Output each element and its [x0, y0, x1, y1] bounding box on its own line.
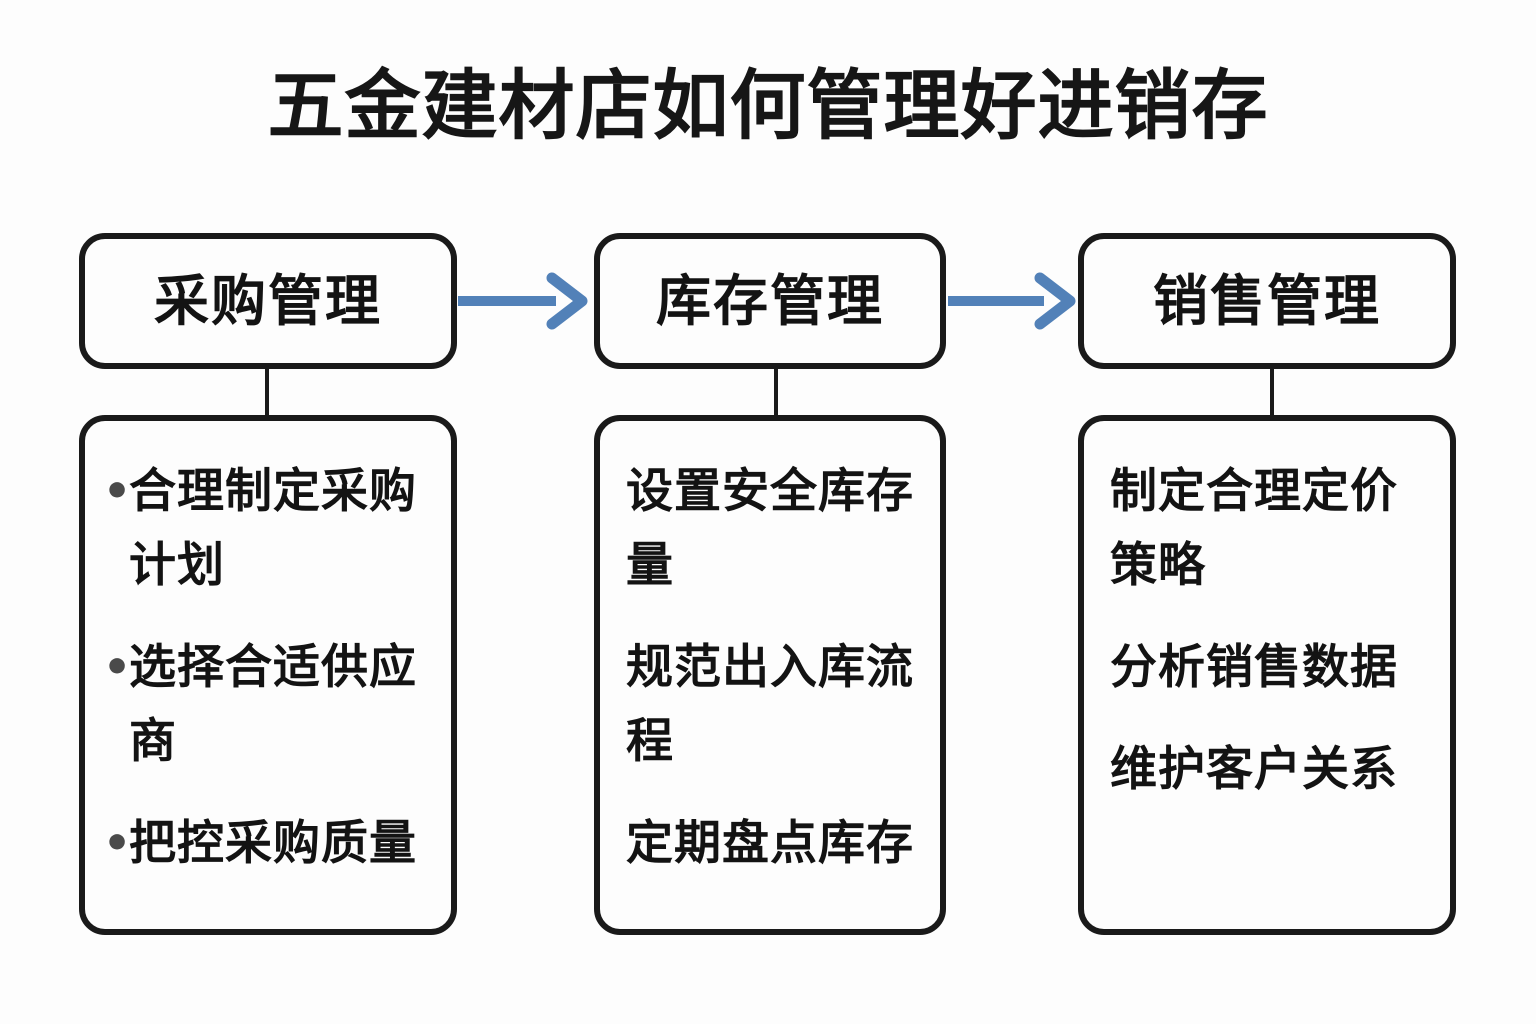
list-item: 定期盘点库存: [618, 807, 922, 881]
header-box-inventory[interactable]: 库存管理: [594, 233, 946, 369]
list-item-label: 把控采购质量: [129, 816, 417, 871]
header-label-sales: 销售管理: [1152, 269, 1381, 333]
list-item-label: 设置安全库存量: [626, 464, 914, 593]
list-item-label: 制定合理定价策略: [1110, 464, 1398, 593]
header-label-purchasing: 采购管理: [153, 269, 382, 333]
header-box-sales[interactable]: 销售管理: [1078, 233, 1456, 369]
list-item: • 合理制定采购计划: [103, 455, 433, 603]
list-item: • 把控采购质量: [103, 807, 433, 881]
list-item: 规范出入库流程: [618, 631, 922, 779]
list-item-label: 合理制定采购计划: [129, 464, 417, 593]
content-box-sales[interactable]: 制定合理定价策略 分析销售数据 维护客户关系: [1078, 415, 1456, 935]
bullet-dot-icon: •: [103, 818, 132, 869]
list-item-label: 规范出入库流程: [626, 640, 914, 769]
list-item: 分析销售数据: [1102, 631, 1432, 705]
page-title: 五金建材店如何管理好进销存: [267, 61, 1269, 150]
connector-line-purchasing: [265, 367, 269, 417]
connector-line-inventory: [774, 367, 778, 417]
header-box-purchasing[interactable]: 采购管理: [79, 233, 457, 369]
bullet-dot-icon: •: [103, 466, 132, 517]
list-item-label: 维护客户关系: [1110, 742, 1398, 797]
content-box-inventory[interactable]: 设置安全库存量 规范出入库流程 定期盘点库存: [594, 415, 946, 935]
list-item: 维护客户关系: [1102, 733, 1432, 807]
bullet-dot-icon: •: [103, 642, 132, 693]
list-item-label: 定期盘点库存: [626, 816, 914, 871]
list-item: 设置安全库存量: [618, 455, 922, 603]
arrow-purchasing-to-inventory-icon: [458, 272, 588, 330]
list-item-label: 分析销售数据: [1110, 640, 1398, 695]
list-item-label: 选择合适供应商: [129, 640, 417, 769]
list-item: • 选择合适供应商: [103, 631, 433, 779]
arrow-inventory-to-sales-icon: [948, 272, 1076, 330]
list-item: 制定合理定价策略: [1102, 455, 1432, 603]
connector-line-sales: [1270, 367, 1274, 417]
header-label-inventory: 库存管理: [655, 269, 884, 333]
content-box-purchasing[interactable]: • 合理制定采购计划 • 选择合适供应商 • 把控采购质量: [79, 415, 457, 935]
